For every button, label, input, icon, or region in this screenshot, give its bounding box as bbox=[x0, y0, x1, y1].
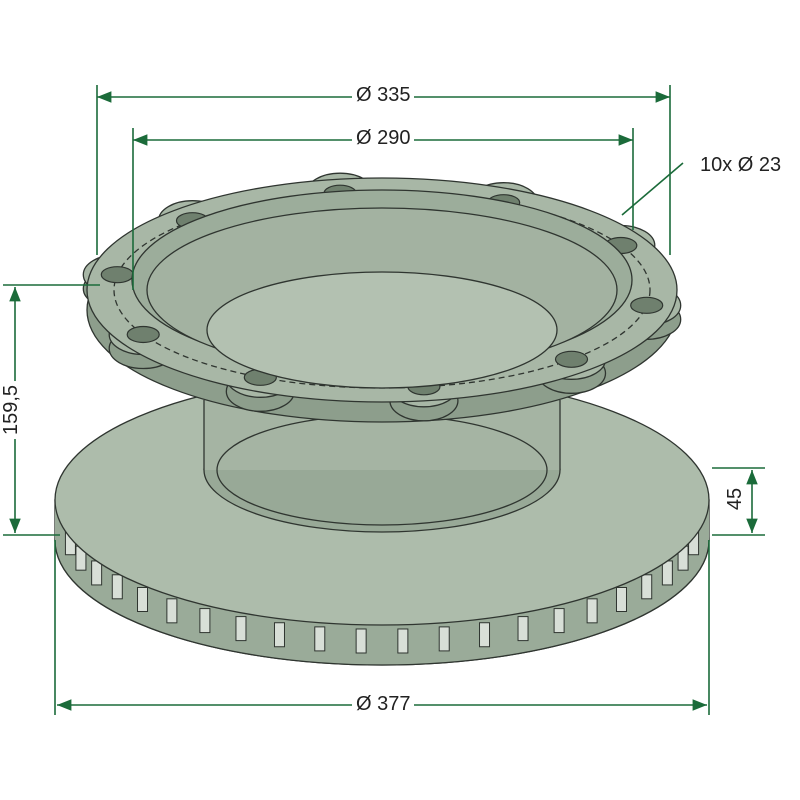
vent-slot bbox=[91, 560, 103, 586]
vent-slot bbox=[586, 598, 598, 624]
bolt-hole bbox=[554, 350, 589, 368]
vent-slot bbox=[553, 608, 565, 634]
vent-slot bbox=[397, 628, 409, 654]
bolt-hole bbox=[126, 325, 160, 344]
bolt-hole bbox=[630, 296, 664, 314]
bolt-circle-label: Ø 290 bbox=[352, 127, 415, 149]
vent-slot bbox=[137, 587, 149, 613]
vent-slot bbox=[166, 598, 178, 624]
flange bbox=[82, 172, 682, 423]
vent-slot bbox=[479, 622, 491, 648]
thickness-label: 45 bbox=[724, 483, 747, 515]
vent-slot bbox=[111, 574, 123, 600]
vent-slot bbox=[517, 616, 529, 642]
vent-slot bbox=[355, 628, 367, 654]
vent-slot bbox=[199, 608, 211, 634]
flange-diameter-label: Ø 335 bbox=[352, 84, 415, 106]
bolt-holes-label: 10x Ø 23 bbox=[696, 154, 786, 176]
vent-slot bbox=[615, 587, 627, 613]
rotor bbox=[54, 374, 710, 666]
vent-slot bbox=[314, 626, 326, 652]
height-label: 159,5 bbox=[0, 380, 23, 440]
vent-slot bbox=[641, 574, 653, 600]
vent-slot bbox=[661, 560, 673, 586]
disc-diameter-label: Ø 377 bbox=[352, 693, 415, 715]
cooling-vents bbox=[64, 530, 700, 654]
vent-slot bbox=[273, 622, 285, 648]
vent-slot bbox=[438, 626, 450, 652]
bolt-hole bbox=[100, 266, 134, 284]
vent-slot bbox=[235, 616, 247, 642]
